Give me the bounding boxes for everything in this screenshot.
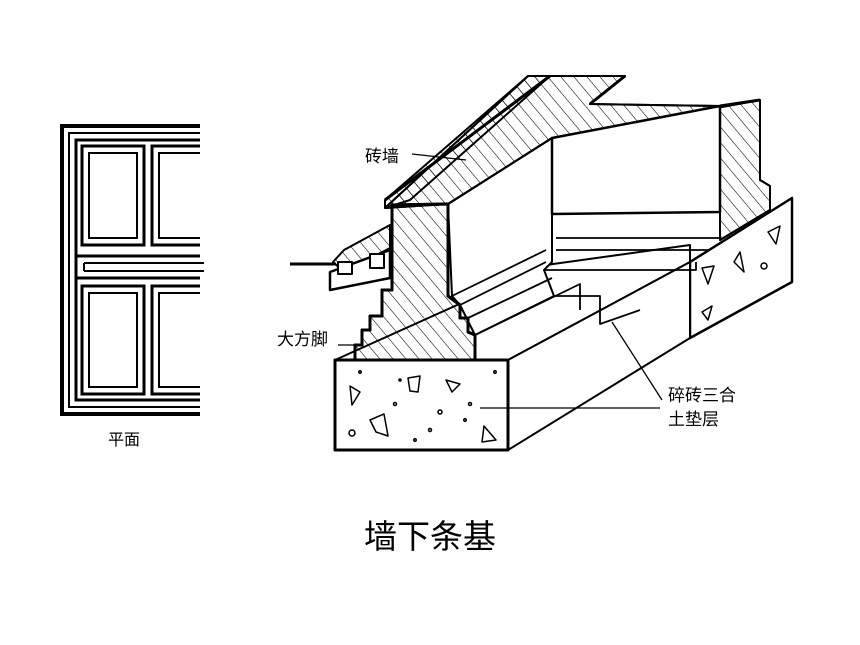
plan-view xyxy=(60,124,204,416)
brick-wall-label: 砖墙 xyxy=(365,147,399,167)
cushion-label-line2: 土垫层 xyxy=(668,410,719,430)
plan-view-label: 平面 xyxy=(108,430,141,449)
foundation-3d xyxy=(290,74,794,452)
cushion-label-line1: 碎砖三合 xyxy=(668,386,736,406)
cushion-layer-label: 碎砖三合 土垫层 xyxy=(668,384,748,432)
side-section xyxy=(290,224,392,292)
aggregate-stones xyxy=(348,370,497,443)
leader-lines xyxy=(338,153,663,409)
big-footing-label: 大方脚 xyxy=(277,330,328,350)
diagram-caption: 墙下条基 xyxy=(364,517,496,556)
